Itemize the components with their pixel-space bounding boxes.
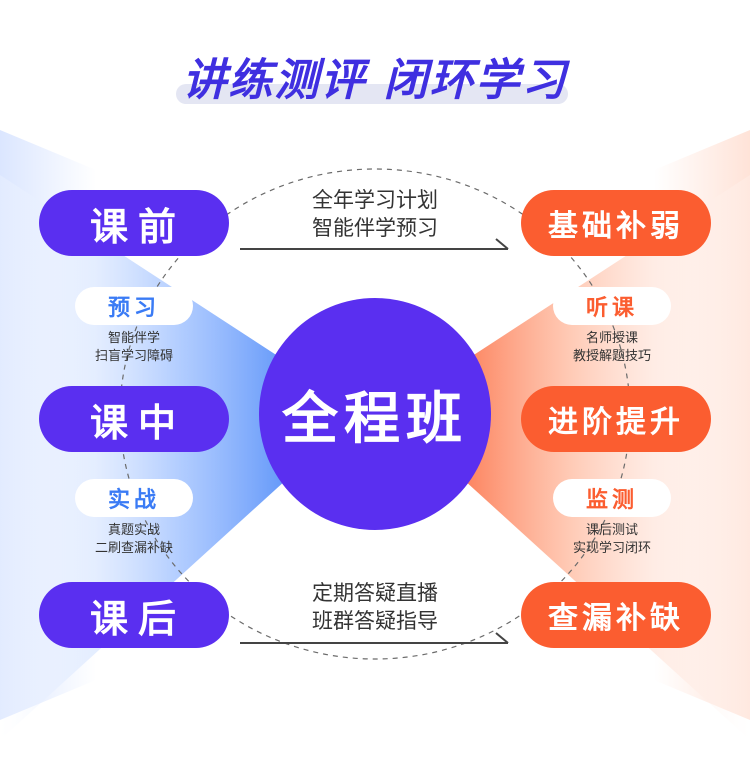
practice-desc-line-2: 二刷查漏补缺 bbox=[94, 541, 173, 556]
stage-fill-gaps: 查漏补缺 bbox=[521, 582, 711, 648]
lecture-desc-line-2: 教授解题技巧 bbox=[572, 349, 651, 364]
preview-desc-line-1: 智能伴学 bbox=[107, 331, 160, 346]
center-course-circle: 全程班 bbox=[259, 298, 491, 530]
monitor-desc-line-1: 课后测试 bbox=[585, 523, 638, 538]
top-flow-text: 全年学习计划 智能伴学预习 bbox=[250, 186, 500, 242]
top-arrow-head bbox=[495, 238, 509, 250]
practice-desc: 真题实战 二刷查漏补缺 bbox=[49, 522, 219, 558]
bottom-flow-line-1: 定期答疑直播 bbox=[312, 581, 438, 605]
sub-label-preview: 预习 bbox=[75, 287, 193, 325]
bottom-arrow-head bbox=[495, 632, 509, 644]
page-title: 讲练测评 闭环学习 bbox=[182, 55, 568, 106]
preview-desc: 智能伴学 扫盲学习障碍 bbox=[49, 330, 219, 366]
top-flow-line-1: 全年学习计划 bbox=[312, 188, 438, 212]
monitor-desc: 课后测试 实现学习闭环 bbox=[527, 522, 697, 558]
stage-in-class: 课中 bbox=[39, 386, 229, 452]
sub-label-practice: 实战 bbox=[75, 479, 193, 517]
monitor-desc-line-2: 实现学习闭环 bbox=[572, 541, 651, 556]
practice-desc-line-1: 真题实战 bbox=[107, 523, 160, 538]
sub-label-lecture: 听课 bbox=[553, 287, 671, 325]
sub-label-monitor: 监测 bbox=[553, 479, 671, 517]
stage-before-class: 课前 bbox=[39, 190, 229, 256]
bottom-flow-line-2: 班群答疑指导 bbox=[312, 609, 438, 633]
bottom-flow-text: 定期答疑直播 班群答疑指导 bbox=[250, 579, 500, 635]
title-underline-band bbox=[176, 84, 568, 104]
stage-after-class: 课后 bbox=[39, 582, 229, 648]
lecture-desc-line-1: 名师授课 bbox=[585, 331, 638, 346]
stage-basic-strengthen: 基础补弱 bbox=[521, 190, 711, 256]
stage-advanced-improve: 进阶提升 bbox=[521, 386, 711, 452]
lecture-desc: 名师授课 教授解题技巧 bbox=[527, 330, 697, 366]
top-flow-line-2: 智能伴学预习 bbox=[312, 216, 438, 240]
preview-desc-line-2: 扫盲学习障碍 bbox=[94, 349, 173, 364]
